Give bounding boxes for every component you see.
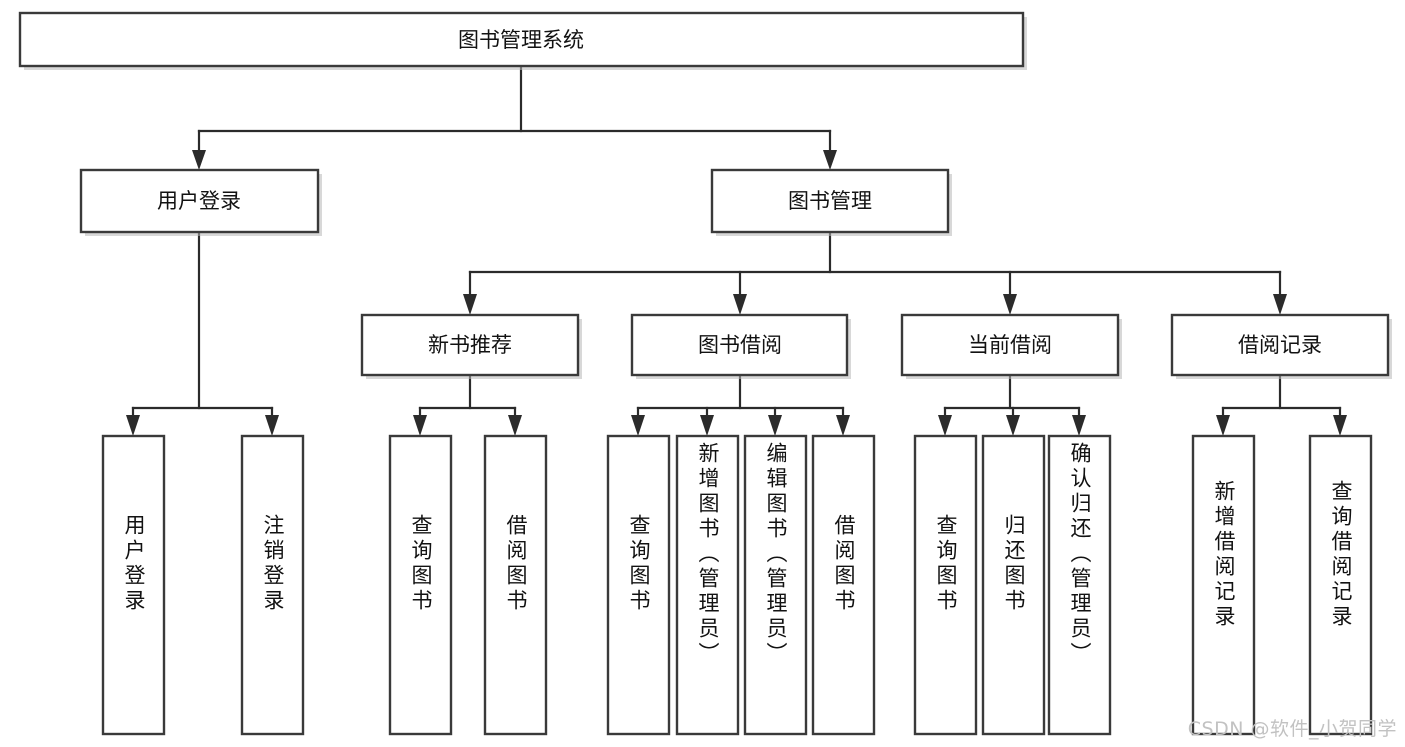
- leaf-query-book-2[interactable]: 查询图书: [608, 436, 669, 734]
- arrow-leaf-user-login: [126, 415, 140, 436]
- node-book-borrow[interactable]: 图书借阅: [630, 313, 851, 379]
- leaf-query-book-1[interactable]: 查询图书: [390, 436, 451, 734]
- leaf-add-book-box[interactable]: [675, 434, 740, 736]
- leaf-borrow-book-2-box[interactable]: [811, 434, 876, 736]
- arrow-leaf-borrow-book-2: [836, 415, 850, 436]
- leaf-query-book-3[interactable]: 查询图书: [915, 436, 976, 734]
- leaf-confirm-return-box[interactable]: [1047, 434, 1112, 736]
- node-user-login-label: 用户登录: [157, 189, 241, 213]
- node-borrow-record-label: 借阅记录: [1238, 333, 1322, 357]
- leaf-user-login-box[interactable]: [101, 434, 166, 736]
- node-current-borrow-label: 当前借阅: [968, 333, 1052, 357]
- leaf-borrow-book-1-box[interactable]: [483, 434, 548, 736]
- arrow-leaf-user-logout: [265, 415, 279, 436]
- connector-layer: [126, 64, 1347, 436]
- node-current-borrow-box[interactable]: [900, 313, 1120, 377]
- node-borrow-record-box[interactable]: [1170, 313, 1390, 377]
- leaf-edit-book[interactable]: 编辑图书（管理员）: [745, 436, 806, 734]
- csdn-watermark: CSDN @软件_小贺同学: [1187, 718, 1397, 740]
- leaf-box-layer: [101, 434, 1373, 736]
- node-user-login-box[interactable]: [79, 168, 320, 234]
- leaf-user-logout-box[interactable]: [240, 434, 305, 736]
- leaf-borrow-book-1[interactable]: 借阅图书: [485, 436, 546, 734]
- leaf-return-book-box[interactable]: [981, 434, 1046, 736]
- node-user-login[interactable]: 用户登录: [79, 168, 322, 236]
- node-book-manage-label: 图书管理: [788, 189, 872, 213]
- leaf-query-book-1-box[interactable]: [388, 434, 453, 736]
- leaf-add-record[interactable]: 新增借阅记录: [1193, 436, 1254, 734]
- leaf-query-book-1-label: 查询图书: [409, 514, 433, 614]
- leaf-query-book-3-label: 查询图书: [934, 514, 958, 614]
- node-root-label: 图书管理系统: [458, 28, 584, 52]
- leaf-query-record-box[interactable]: [1308, 434, 1373, 736]
- node-root-box[interactable]: [18, 11, 1025, 68]
- leaf-query-record[interactable]: 查询借阅记录: [1310, 436, 1371, 734]
- leaf-borrow-book-2-label: 借阅图书: [832, 514, 856, 614]
- leaf-confirm-return[interactable]: 确认归还（管理员）: [1049, 436, 1110, 734]
- node-book-manage-box[interactable]: [710, 168, 950, 234]
- arrow-leaf-edit-book: [768, 415, 782, 436]
- leaf-query-book-2-label: 查询图书: [627, 514, 651, 614]
- leaf-edit-book-box[interactable]: [743, 434, 808, 736]
- leaf-edit-book-label: 编辑图书（管理员）: [764, 442, 788, 667]
- leaf-confirm-return-label: 确认归还（管理员）: [1068, 442, 1092, 667]
- arrow-leaf-borrow-book-1: [508, 415, 522, 436]
- arrow-leaf-add-record: [1216, 415, 1230, 436]
- node-book-borrow-label: 图书借阅: [698, 333, 782, 357]
- node-book-borrow-box[interactable]: [630, 313, 849, 377]
- leaf-add-record-box[interactable]: [1191, 434, 1256, 736]
- leaf-add-book-label: 新增图书（管理员）: [696, 442, 720, 667]
- arrow-leaf-query-book-2: [631, 415, 645, 436]
- leaf-query-record-label: 查询借阅记录: [1329, 480, 1353, 630]
- leaf-add-book[interactable]: 新增图书（管理员）: [677, 436, 738, 734]
- arrow-leaf-confirm-return: [1072, 415, 1086, 436]
- node-borrow-record[interactable]: 借阅记录: [1170, 313, 1392, 379]
- leaf-borrow-book-2[interactable]: 借阅图书: [813, 436, 874, 734]
- node-book-manage[interactable]: 图书管理: [710, 168, 952, 236]
- leaf-add-record-label: 新增借阅记录: [1212, 480, 1236, 630]
- arrow-leaf-query-book-3: [938, 415, 952, 436]
- node-current-borrow[interactable]: 当前借阅: [900, 313, 1122, 379]
- node-new-book-recommend[interactable]: 新书推荐: [360, 313, 582, 379]
- leaf-user-login-label: 用户登录: [122, 514, 146, 614]
- leaf-user-logout[interactable]: 注销登录: [242, 436, 303, 734]
- node-root[interactable]: 图书管理系统: [18, 11, 1027, 70]
- arrow-leaf-return-book: [1006, 415, 1020, 436]
- leaf-user-login[interactable]: 用户登录: [103, 436, 164, 734]
- arrow-borrow-record: [1273, 294, 1287, 315]
- arrow-book-borrow: [733, 294, 747, 315]
- arrow-leaf-query-record: [1333, 415, 1347, 436]
- node-new-book-recommend-label: 新书推荐: [428, 333, 512, 357]
- node-new-book-recommend-box[interactable]: [360, 313, 580, 377]
- leaf-user-logout-label: 注销登录: [261, 514, 285, 614]
- arrow-user-login: [192, 150, 206, 170]
- leaf-borrow-book-1-label: 借阅图书: [504, 514, 528, 614]
- leaf-return-book[interactable]: 归还图书: [983, 436, 1044, 734]
- arrow-current-borrow: [1003, 294, 1017, 315]
- leaf-query-book-3-box[interactable]: [913, 434, 978, 736]
- arrow-new-book-recommend: [463, 294, 477, 315]
- arrow-book-manage: [823, 150, 837, 170]
- arrow-leaf-query-book-1: [413, 415, 427, 436]
- leaf-query-book-2-box[interactable]: [606, 434, 671, 736]
- arrow-leaf-add-book: [700, 415, 714, 436]
- leaf-return-book-label: 归还图书: [1002, 514, 1026, 614]
